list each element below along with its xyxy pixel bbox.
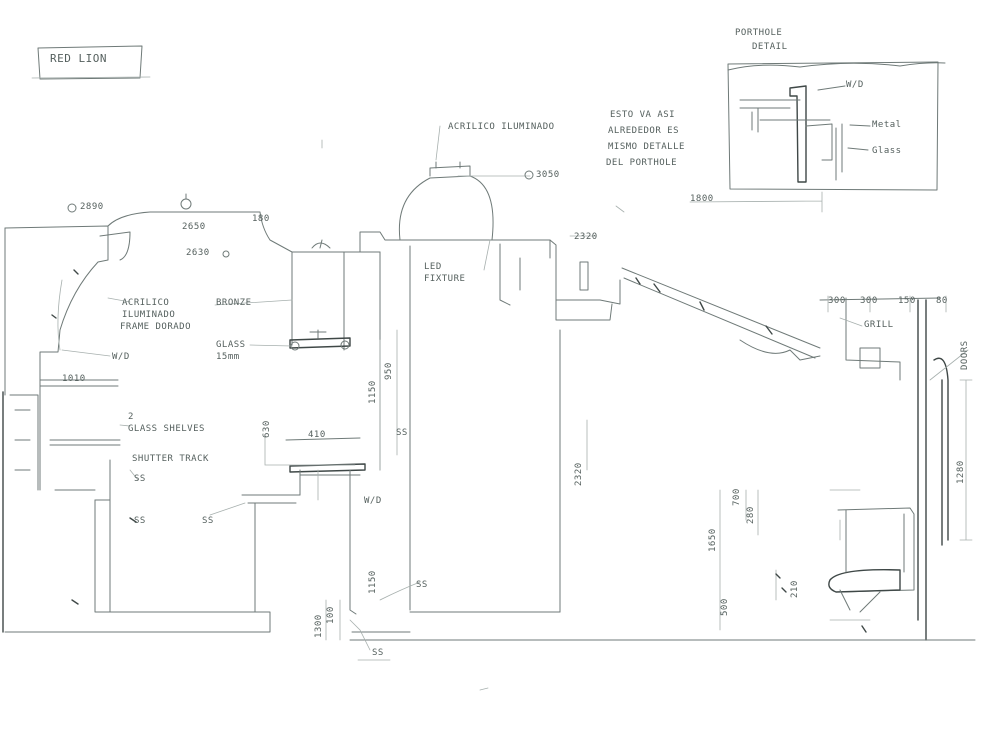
dim-950: 950 bbox=[384, 362, 394, 380]
dim-630: 630 bbox=[262, 420, 272, 438]
label-glass-1: GLASS bbox=[216, 340, 246, 350]
label-dim-300a: 300 bbox=[828, 296, 846, 306]
label-dim-1010: 1010 bbox=[62, 374, 86, 384]
label-dim-150: 150 bbox=[898, 296, 916, 306]
porthole-title-line1: PORTHOLE bbox=[735, 28, 783, 38]
label-ss-mid: SS bbox=[396, 428, 408, 438]
label-dim-180: 180 bbox=[252, 214, 270, 224]
label-level-2630: 2630 bbox=[186, 248, 210, 258]
porthole-label-metal: Metal bbox=[872, 120, 902, 130]
note-line1: ESTO VA ASI bbox=[610, 110, 676, 120]
note-line2: ALREDEDOR ES bbox=[608, 126, 680, 136]
dim-1280: 1280 bbox=[956, 460, 966, 484]
dim-500: 500 bbox=[720, 598, 730, 616]
label-glass-shelves-1: 2 bbox=[128, 412, 134, 422]
label-ss-3: SS bbox=[202, 516, 214, 526]
dim-210: 210 bbox=[790, 580, 800, 598]
label-ss-2: SS bbox=[134, 516, 146, 526]
label-doors: DOORS bbox=[960, 340, 970, 370]
label-acrilico-left-2: ILUMINADO bbox=[122, 310, 176, 320]
label-wd-mid: W/D bbox=[364, 496, 382, 506]
title-box-text: RED LION bbox=[50, 52, 107, 65]
porthole-dimension: 1800 bbox=[690, 194, 714, 204]
label-glass-2: 15mm bbox=[216, 352, 240, 362]
porthole-label-wd: W/D bbox=[846, 80, 864, 90]
label-grill: GRILL bbox=[864, 320, 894, 330]
label-level-2320: 2320 bbox=[574, 232, 598, 242]
label-glass-shelves-2: GLASS SHELVES bbox=[128, 424, 205, 434]
label-ss-bottom: SS bbox=[372, 648, 384, 658]
label-level-2650: 2650 bbox=[182, 222, 206, 232]
note-line4: DEL PORTHOLE bbox=[606, 158, 678, 168]
label-bronze: BRONZE bbox=[216, 298, 252, 308]
label-led-2: FIXTURE bbox=[424, 274, 466, 284]
label-level-2890: 2890 bbox=[80, 202, 104, 212]
label-shutter-track: SHUTTER TRACK bbox=[132, 454, 209, 464]
dim-2320: 2320 bbox=[574, 462, 584, 486]
label-dim-80: 80 bbox=[936, 296, 948, 306]
label-ss-4: SS bbox=[416, 580, 428, 590]
main-elevation bbox=[2, 125, 976, 691]
dim-1150b: 1150 bbox=[368, 570, 378, 594]
label-ss-1: SS bbox=[134, 474, 146, 484]
dim-1300: 1300 bbox=[314, 614, 324, 638]
dim-1650: 1650 bbox=[708, 528, 718, 552]
label-acrilico-left-3: FRAME DORADO bbox=[120, 322, 192, 332]
label-dim-410: 410 bbox=[308, 430, 326, 440]
label-acrilico-left-1: ACRILICO bbox=[122, 298, 170, 308]
dim-280: 280 bbox=[746, 506, 756, 524]
dim-700: 700 bbox=[732, 488, 742, 506]
label-led-1: LED bbox=[424, 262, 442, 272]
dim-100: 100 bbox=[326, 606, 336, 624]
label-wd-left: W/D bbox=[112, 352, 130, 362]
dim-1150: 1150 bbox=[368, 380, 378, 404]
porthole-detail-frame bbox=[689, 61, 946, 213]
label-level-3050: 3050 bbox=[536, 170, 560, 180]
porthole-title-line2: DETAIL bbox=[752, 42, 788, 52]
note-line3: MISMO DETALLE bbox=[608, 142, 685, 152]
porthole-label-glass: Glass bbox=[872, 146, 902, 156]
label-dim-300b: 300 bbox=[860, 296, 878, 306]
title-box-frame bbox=[31, 45, 151, 80]
label-acrilico-top: ACRILICO ILUMINADO bbox=[448, 122, 555, 132]
